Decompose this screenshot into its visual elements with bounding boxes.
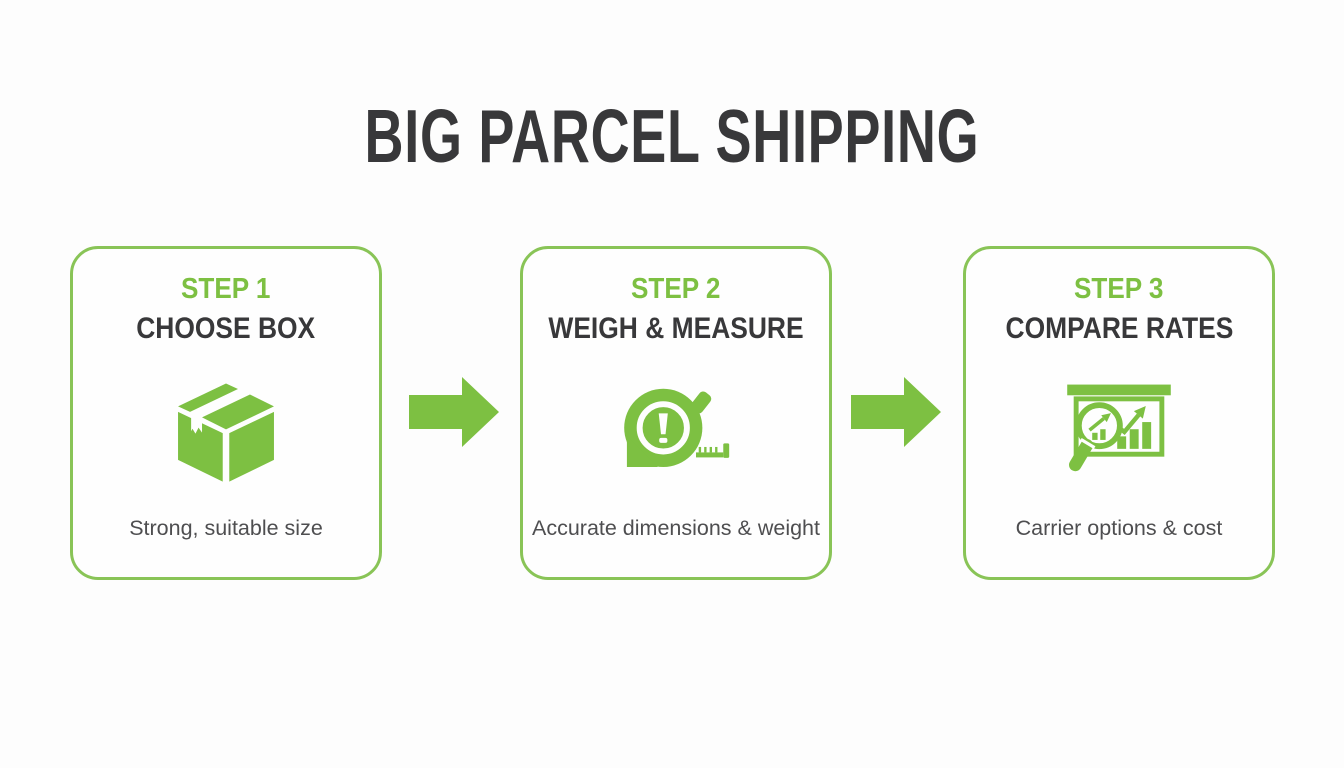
step-3-icon-area bbox=[966, 347, 1272, 516]
arrow-right-icon bbox=[851, 377, 941, 447]
step-1-number-label: STEP 1 bbox=[181, 273, 271, 305]
arrow-right-icon bbox=[409, 377, 499, 447]
step-card-1: STEP 1 CHOOSE BOX Strong, suitable size bbox=[70, 246, 382, 580]
step-2-title: WEIGH & MEASURE bbox=[548, 312, 804, 346]
page-title-text: BIG PARCEL SHIPPING bbox=[364, 94, 980, 178]
parcel-box-icon bbox=[166, 377, 286, 486]
step-2-icon-area bbox=[523, 347, 829, 516]
step-2-caption: Accurate dimensions & weight bbox=[531, 516, 820, 540]
measuring-tape-icon bbox=[616, 386, 736, 477]
step-3-title: COMPARE RATES bbox=[1005, 312, 1233, 346]
step-3-caption: Carrier options & cost bbox=[1015, 516, 1223, 540]
step-card-2: STEP 2 WEIGH & MEASURE bbox=[520, 246, 832, 580]
step-card-3: STEP 3 COMPARE RATES bbox=[963, 246, 1275, 580]
rates-chart-icon bbox=[1060, 381, 1178, 481]
step-3-number-label: STEP 3 bbox=[1074, 273, 1164, 305]
step-2-number-label: STEP 2 bbox=[631, 273, 721, 305]
step-1-title: CHOOSE BOX bbox=[136, 312, 316, 346]
step-1-caption: Strong, suitable size bbox=[129, 516, 323, 540]
page-title: BIG PARCEL SHIPPING bbox=[0, 99, 1344, 174]
step-1-icon-area bbox=[73, 347, 379, 516]
